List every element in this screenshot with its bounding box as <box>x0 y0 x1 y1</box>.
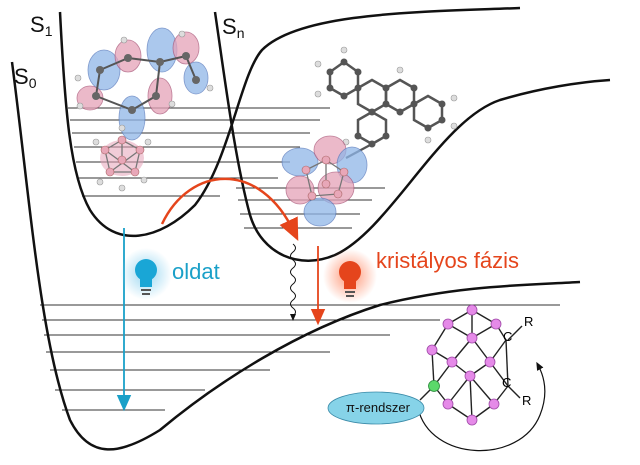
s1-curve <box>58 6 521 238</box>
state-letter: S <box>30 12 45 37</box>
pi-system-label: π-rendszer <box>346 400 410 415</box>
carborane-cluster <box>327 304 546 452</box>
s0-curve <box>10 61 581 451</box>
pi-system-bubble <box>327 391 425 425</box>
molecule-solution <box>74 27 214 192</box>
state-index: 1 <box>44 23 53 39</box>
label-crystal: kristályos fázis <box>376 248 520 273</box>
atom-label-c-top: C <box>503 329 513 344</box>
state-letter: S <box>14 64 29 89</box>
bulb-icon-crystal <box>323 249 377 303</box>
state-letter: S <box>222 14 237 39</box>
state-index: n <box>236 25 245 41</box>
molecule-crystal <box>281 46 458 227</box>
label-solution: oldat <box>172 259 220 284</box>
transfer-arrow <box>160 177 299 242</box>
state-index: 0 <box>28 75 37 91</box>
state-label-s0: S0 <box>14 64 37 91</box>
sn-curve <box>213 11 611 262</box>
state-label-sn: Sn <box>222 14 245 41</box>
atom-label-r-top: R <box>524 314 534 329</box>
rotation-arrow <box>417 361 546 452</box>
bulb-icon-solution <box>120 248 172 300</box>
atom-label-c-bottom: C <box>502 375 512 390</box>
atom-label-r-bottom: R <box>522 393 532 408</box>
state-label-s1: S1 <box>30 12 53 39</box>
s0-vibrational-levels <box>40 304 560 411</box>
nonradiative-decay <box>290 243 296 321</box>
